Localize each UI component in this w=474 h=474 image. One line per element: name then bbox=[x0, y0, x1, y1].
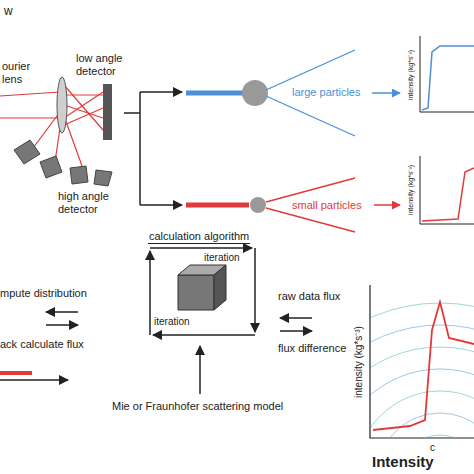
algorithm-box: calculation algorithm bbox=[148, 226, 260, 244]
iteration-loop bbox=[150, 248, 255, 335]
plot-curve bbox=[373, 302, 474, 430]
part-label: low angle detector bbox=[76, 52, 132, 78]
flow-arrows bbox=[0, 312, 312, 394]
branch-label: large particles bbox=[292, 86, 360, 99]
branch-arrows bbox=[124, 92, 182, 205]
plot-curve bbox=[422, 46, 474, 110]
branch-label: small particles bbox=[292, 199, 362, 212]
large-particle bbox=[242, 80, 268, 106]
cube bbox=[178, 265, 226, 310]
plot-axes bbox=[370, 285, 474, 438]
arrow bbox=[374, 204, 400, 206]
arrow bbox=[372, 92, 400, 94]
loop-label: iteration bbox=[204, 252, 240, 264]
cropped-label: w bbox=[4, 4, 13, 18]
laser-rays bbox=[0, 85, 103, 166]
small-particle bbox=[250, 197, 266, 213]
model-label: Mie or Fraunhofer scattering model bbox=[112, 400, 283, 413]
plot-axes bbox=[420, 36, 474, 224]
part-label: ourier lens bbox=[2, 60, 42, 86]
step-label: ack calculate flux bbox=[0, 338, 84, 351]
axis-tick: c bbox=[430, 442, 435, 454]
diffraction-rings bbox=[371, 303, 474, 437]
step-label: flux difference bbox=[278, 342, 346, 355]
step-label: raw data flux bbox=[278, 290, 340, 303]
plot-title: Intensity bbox=[372, 453, 434, 470]
fourier-lens bbox=[57, 77, 67, 133]
step-label: mpute distribution bbox=[0, 287, 87, 300]
beam bbox=[186, 91, 243, 96]
axis-label: intensity (kg*s⁻³) bbox=[407, 165, 415, 215]
plot-curve bbox=[422, 168, 474, 221]
axis-label: intensity (kg*s⁻³) bbox=[353, 326, 365, 398]
axis-label: intensity (kg*s⁻³) bbox=[407, 50, 415, 100]
loop-label: iteration bbox=[154, 316, 190, 328]
low-angle-detector bbox=[103, 84, 112, 140]
beam bbox=[186, 203, 249, 208]
part-label: high angle detector bbox=[58, 190, 118, 216]
heading: calculation algorithm bbox=[148, 230, 250, 244]
high-angle-detectors bbox=[14, 140, 112, 186]
red-bar bbox=[0, 371, 32, 375]
